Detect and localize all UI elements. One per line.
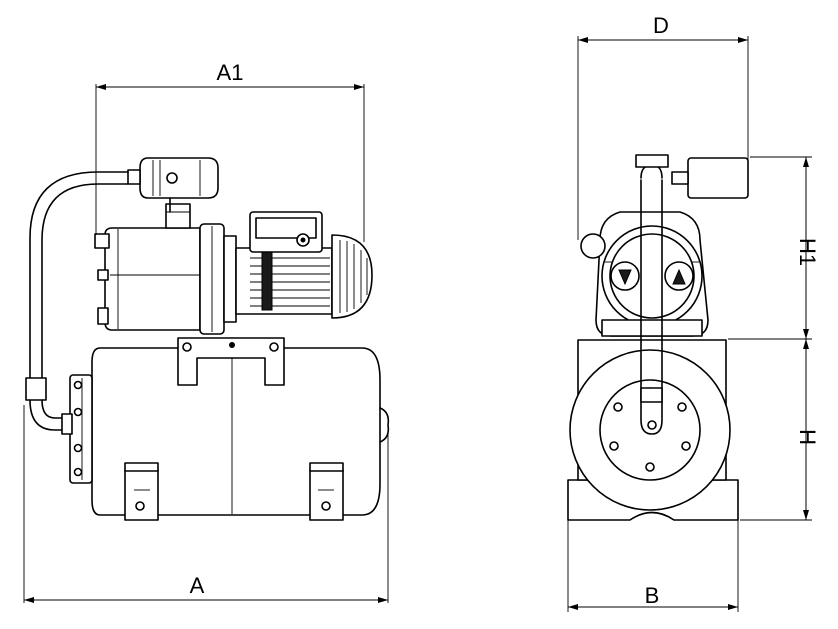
dimension-h1: H1: [795, 157, 820, 339]
fan-cover-ribs: [339, 240, 368, 313]
dimension-label-d: D: [653, 13, 669, 38]
dimension-a: A: [24, 573, 388, 603]
pressure-switch: [127, 157, 219, 213]
tank-foot-right: [309, 462, 344, 521]
pump-front: [580, 211, 709, 337]
dimension-d: D: [578, 13, 748, 43]
dimension-b: B: [568, 583, 738, 610]
side-view: [25, 157, 390, 521]
pump-body: [94, 203, 237, 335]
extension-lines: [23, 36, 812, 612]
tank-end: [569, 349, 731, 511]
dimension-label-b: B: [645, 583, 660, 608]
pressure-tank: [69, 347, 390, 516]
dimension-a1: A1: [96, 60, 364, 90]
tank-foot-left: [124, 462, 159, 521]
motor: [235, 211, 373, 319]
dimension-label-a: A: [190, 573, 205, 598]
dimension-h: H: [795, 339, 820, 520]
front-view: [567, 154, 749, 521]
flexible-hose: [25, 171, 129, 435]
dimension-label-a1: A1: [217, 60, 244, 85]
mounting-bracket: [177, 337, 285, 386]
pressure-switch-front: [635, 154, 749, 199]
discharge-pipe: [640, 164, 663, 435]
dimension-label-h: H: [795, 429, 820, 445]
dimension-label-h1: H1: [795, 238, 820, 266]
